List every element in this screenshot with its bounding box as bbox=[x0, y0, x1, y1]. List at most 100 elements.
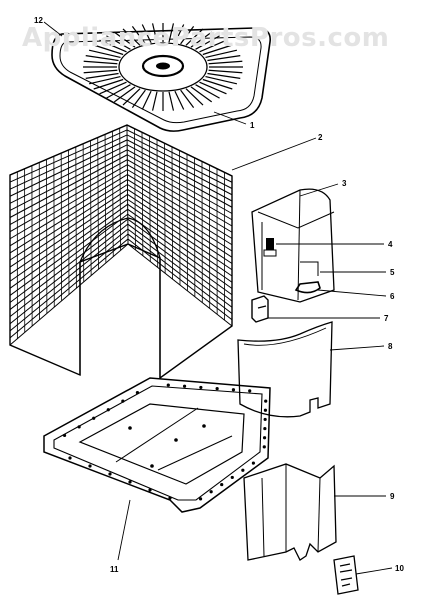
mounting-hole bbox=[174, 438, 178, 442]
corner-panel bbox=[243, 463, 337, 561]
mounting-hole bbox=[230, 475, 234, 480]
mesh-wire-vertical bbox=[141, 132, 144, 256]
grille-slat bbox=[205, 49, 238, 59]
grille-slat bbox=[131, 25, 146, 45]
mounting-holes bbox=[62, 383, 268, 501]
grille-slat bbox=[208, 60, 243, 65]
wire-mesh bbox=[9, 124, 233, 346]
grille-slat bbox=[106, 84, 131, 99]
fan-hub-inner bbox=[141, 54, 185, 78]
grille-slat bbox=[113, 86, 136, 103]
leader-lines bbox=[43, 21, 393, 575]
grille-slat bbox=[195, 84, 220, 99]
grille-slat bbox=[202, 44, 233, 56]
mounting-hole bbox=[121, 399, 125, 403]
grille-slat bbox=[85, 55, 119, 62]
grille-slat bbox=[99, 81, 127, 95]
callout-10: 10 bbox=[395, 564, 404, 573]
mounting-hole bbox=[182, 384, 187, 388]
callout-5: 5 bbox=[390, 268, 395, 277]
mounting-hole bbox=[264, 399, 268, 403]
callout-labels: 12 1 2 3 4 5 6 7 8 9 10 11 bbox=[34, 16, 404, 574]
mounting-hole bbox=[92, 416, 96, 420]
mounting-hole bbox=[108, 472, 112, 476]
small-bracket bbox=[251, 295, 269, 323]
grille-slat bbox=[185, 88, 204, 106]
mesh-wire-vertical bbox=[171, 146, 173, 280]
mounting-hole bbox=[262, 436, 267, 440]
mesh-wire-vertical bbox=[149, 135, 151, 262]
mounting-hole bbox=[77, 425, 81, 429]
mounting-hole bbox=[241, 468, 245, 472]
grille-slat bbox=[88, 49, 121, 59]
mounting-hole bbox=[106, 408, 110, 412]
callout-8: 8 bbox=[388, 342, 393, 351]
grille-slats bbox=[83, 23, 243, 111]
grille-slat bbox=[202, 78, 233, 90]
mesh-wire-vertical bbox=[75, 146, 77, 289]
grille-slat bbox=[85, 72, 119, 79]
mesh-wire-vertical bbox=[82, 143, 85, 282]
mesh-wire-vertical bbox=[68, 149, 70, 295]
grille-slat bbox=[83, 60, 118, 65]
grille-slat bbox=[190, 31, 213, 48]
callout-11: 11 bbox=[110, 565, 119, 574]
mounting-hole bbox=[68, 456, 72, 460]
grille-slat bbox=[106, 35, 131, 50]
grille-slat bbox=[151, 23, 158, 43]
control-box-part-4-base bbox=[263, 249, 277, 257]
callout-6: 6 bbox=[390, 292, 395, 301]
grille-slat bbox=[199, 39, 227, 53]
mounting-hole bbox=[148, 488, 152, 492]
grille-slat bbox=[122, 88, 141, 106]
mounting-hole bbox=[62, 433, 67, 438]
callout-2: 2 bbox=[318, 133, 323, 142]
grille-slat bbox=[151, 91, 158, 111]
grille-slat bbox=[195, 35, 220, 50]
mesh-wire-vertical bbox=[134, 128, 136, 250]
grille-slat bbox=[174, 90, 185, 110]
mounting-hole bbox=[263, 408, 268, 412]
mounting-hole bbox=[88, 464, 92, 468]
mesh-wire-vertical bbox=[126, 124, 129, 245]
mesh-wire-vertical bbox=[104, 134, 107, 263]
grille-slat bbox=[205, 75, 238, 85]
grille-slat bbox=[168, 23, 175, 43]
grille-slat bbox=[208, 69, 243, 74]
grille-slat bbox=[93, 78, 124, 90]
base-pan bbox=[43, 377, 271, 513]
mounting-hole bbox=[231, 388, 236, 392]
callout-3: 3 bbox=[342, 179, 347, 188]
callout-1: 1 bbox=[250, 121, 255, 130]
mesh-wire-vertical bbox=[179, 150, 181, 286]
mounting-hole bbox=[150, 464, 154, 468]
mounting-hole bbox=[263, 417, 267, 422]
grille-slat bbox=[93, 44, 124, 56]
control-box-assembly bbox=[251, 188, 335, 303]
mesh-wire-vertical bbox=[111, 131, 114, 257]
access-panel bbox=[237, 321, 333, 418]
mounting-hole bbox=[263, 426, 267, 431]
callout-12: 12 bbox=[34, 16, 43, 25]
mounting-hole bbox=[209, 490, 213, 494]
mesh-wire-vertical bbox=[156, 139, 159, 268]
grille-slat bbox=[113, 31, 136, 48]
fan-hub-center bbox=[156, 62, 170, 70]
mounting-hole bbox=[128, 426, 132, 430]
callout-9: 9 bbox=[390, 492, 395, 501]
grille-slat bbox=[99, 39, 127, 53]
mesh-wire-vertical bbox=[164, 143, 166, 274]
mounting-hole bbox=[220, 482, 224, 487]
grille-slat bbox=[190, 86, 213, 103]
mounting-hole bbox=[168, 496, 172, 500]
grille-slat bbox=[168, 91, 175, 111]
grille-slat bbox=[199, 81, 227, 95]
mounting-hole bbox=[251, 461, 256, 465]
mounting-hole bbox=[198, 497, 203, 501]
grille-slat bbox=[131, 89, 146, 109]
grille-slat bbox=[207, 55, 241, 62]
grille-slat bbox=[180, 25, 195, 45]
callout-7: 7 bbox=[384, 314, 389, 323]
grille-slat bbox=[180, 89, 195, 109]
